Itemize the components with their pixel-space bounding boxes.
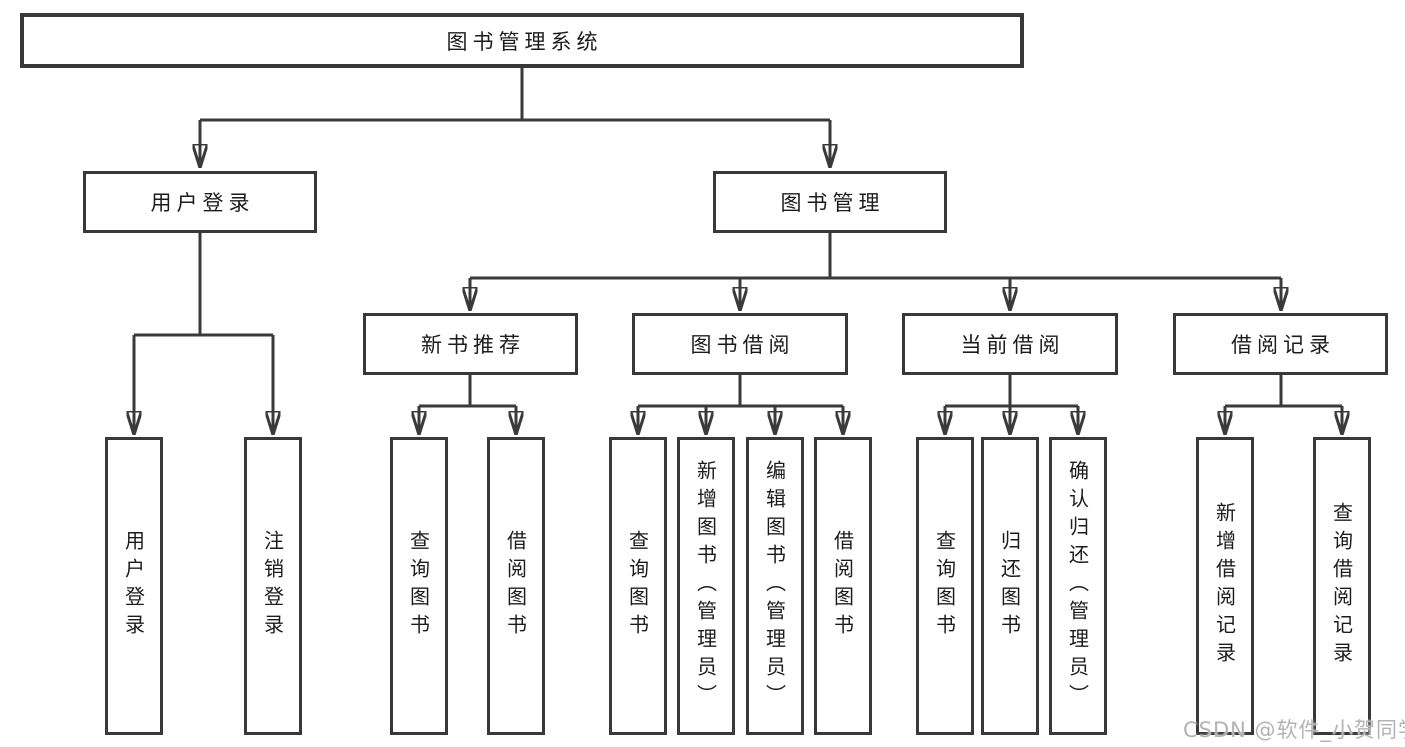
node-borrow-records-label: 借阅记录 xyxy=(1231,333,1335,357)
leaf-edit-book-admin-label: 编辑图书（管理员） xyxy=(762,460,787,712)
leaf-return-book-label: 归还图书 xyxy=(997,530,1022,642)
node-book-management: 图书管理 xyxy=(713,171,947,233)
leaf-borrow-books: 借阅图书 xyxy=(814,437,872,735)
leaf-add-borrow-record: 新增借阅记录 xyxy=(1196,437,1254,735)
node-library-system-label: 图书管理系统 xyxy=(446,29,603,54)
node-library-system: 图书管理系统 xyxy=(20,13,1024,68)
leaf-add-borrow-record-label: 新增借阅记录 xyxy=(1212,502,1237,670)
leaf-query-books-borrow: 查询图书 xyxy=(609,437,667,735)
connector-new-book-recommend-branch xyxy=(419,375,516,434)
node-borrow-records: 借阅记录 xyxy=(1173,313,1388,375)
leaf-query-books-recommend: 查询图书 xyxy=(390,437,448,735)
connector-current-borrow-branch xyxy=(945,375,1078,434)
connector-borrow-records-branch xyxy=(1225,375,1342,434)
connector-book-borrow-branch xyxy=(638,375,843,434)
leaf-edit-book-admin: 编辑图书（管理员） xyxy=(746,437,804,735)
leaf-return-book: 归还图书 xyxy=(981,437,1039,735)
leaf-user-login: 用户登录 xyxy=(105,437,163,735)
connector-book-management-branch xyxy=(470,233,1281,310)
node-book-management-label: 图书管理 xyxy=(780,191,885,215)
node-current-borrow-label: 当前借阅 xyxy=(960,333,1065,357)
node-new-book-recommend: 新书推荐 xyxy=(363,313,578,375)
node-user-login: 用户登录 xyxy=(83,171,317,233)
connector-root-to-level2 xyxy=(200,68,830,167)
node-current-borrow: 当前借阅 xyxy=(902,313,1118,375)
leaf-logout-login: 注销登录 xyxy=(244,437,302,735)
leaf-confirm-return-admin-label: 确认归还（管理员） xyxy=(1065,460,1090,712)
leaf-query-books-current-label: 查询图书 xyxy=(932,530,957,642)
csdn-watermark: CSDN @软件_小贺同学 xyxy=(1183,718,1405,742)
connector-user-login-branch xyxy=(134,233,273,434)
leaf-query-borrow-record: 查询借阅记录 xyxy=(1313,437,1371,735)
node-new-book-recommend-label: 新书推荐 xyxy=(421,333,525,357)
node-user-login-label: 用户登录 xyxy=(150,191,255,215)
node-book-borrow-label: 图书借阅 xyxy=(690,333,795,357)
leaf-add-book-admin: 新增图书（管理员） xyxy=(677,437,735,735)
leaf-borrow-books-recommend-label: 借阅图书 xyxy=(503,530,528,642)
leaf-confirm-return-admin: 确认归还（管理员） xyxy=(1049,437,1107,735)
leaf-query-books-current: 查询图书 xyxy=(916,437,974,735)
leaf-query-books-recommend-label: 查询图书 xyxy=(406,530,431,642)
leaf-borrow-books-recommend: 借阅图书 xyxy=(487,437,545,735)
leaf-query-books-borrow-label: 查询图书 xyxy=(625,530,650,642)
leaf-user-login-label: 用户登录 xyxy=(121,530,146,642)
node-book-borrow: 图书借阅 xyxy=(632,313,848,375)
leaf-add-book-admin-label: 新增图书（管理员） xyxy=(693,460,718,712)
leaf-logout-login-label: 注销登录 xyxy=(260,530,285,642)
leaf-borrow-books-label: 借阅图书 xyxy=(830,530,855,642)
leaf-query-borrow-record-label: 查询借阅记录 xyxy=(1329,502,1354,670)
